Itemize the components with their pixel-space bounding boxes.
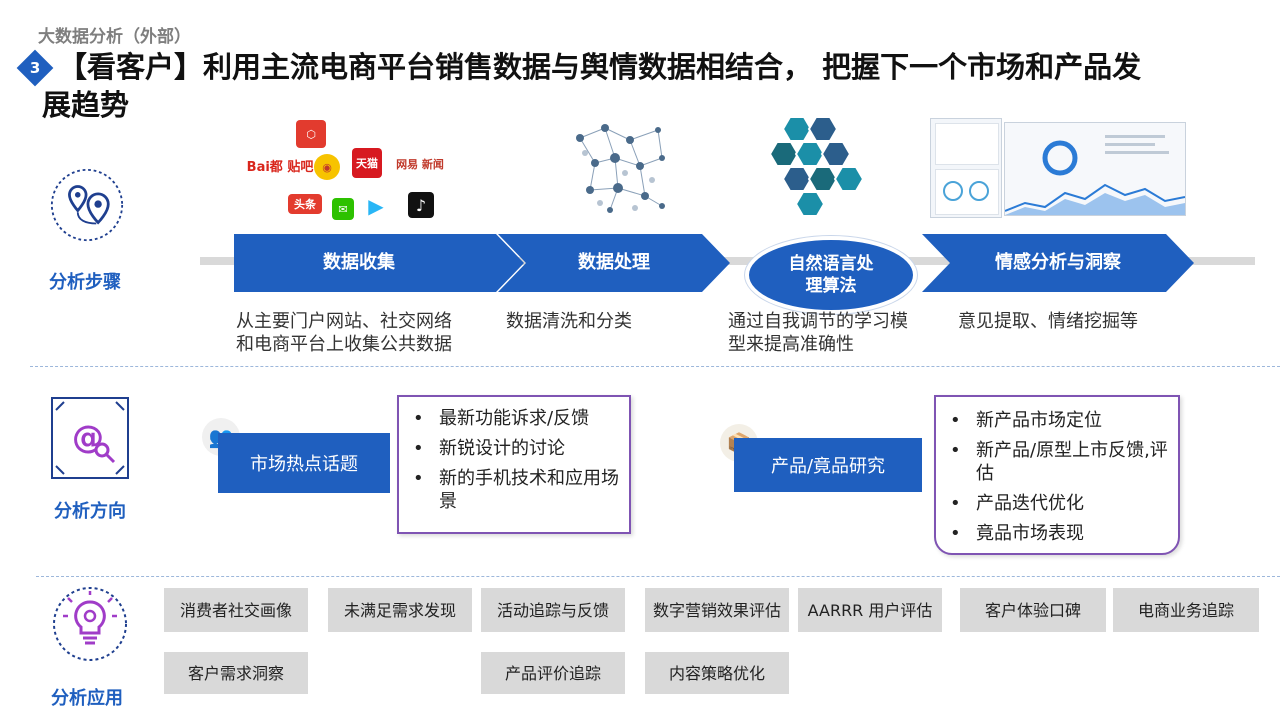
step-description: 数据清洗和分类 [506,311,632,332]
application-chip: 客户需求洞察 [164,652,308,694]
list-item: 新产品/原型上市反馈,评估 [950,439,1170,485]
weibo-logo-icon: ◉ [314,154,340,180]
step-sentiment-analysis: 情感分析与洞察 [922,234,1194,292]
lightbulb-gear-icon [52,586,128,666]
section-subtitle: 大数据分析（外部） [38,27,191,47]
nlp-hexagon-image [760,112,870,220]
baidu-logo-icon: Bai都 贴吧 [246,159,314,175]
step-label: 情感分析与洞察 [995,252,1121,273]
list-item: 产品迭代优化 [950,492,1170,515]
step-data-processing: 数据处理 [498,234,730,292]
platform-logos: ⬡ Bai都 贴吧 ◉ 天猫 网易 新闻 头条 ✉ ▶ ♪ [240,118,460,220]
application-chip: 客户体验口碑 [960,588,1106,632]
market-hot-topics-list: 最新功能诉求/反馈 新锐设计的讨论 新的手机技术和应用场景 [397,395,631,534]
list-item: 新的手机技术和应用场景 [413,467,621,513]
list-item: 竟品市场表现 [950,522,1170,545]
dashboard-thumbnail-right [1004,122,1186,216]
network-graph-image [570,118,670,218]
application-chip: 数字营销效果评估 [645,588,789,632]
step-description: 意见提取、情绪挖掘等 [958,311,1138,332]
application-chip: 电商业务追踪 [1113,588,1259,632]
at-search-icon: @ [50,396,130,480]
netease-logo-icon: 网易 新闻 [396,158,444,171]
application-chip: AARRR 用户评估 [798,588,942,632]
svg-text:@: @ [72,418,104,456]
application-chip: 内容策略优化 [645,652,789,694]
toutiao-logo-icon: 头条 [288,194,322,214]
page-title: 3【看客户】利用主流电商平台销售数据与舆情数据相结合， 把握下一个市场和产品发 … [16,48,1252,124]
step-label: 数据处理 [578,252,650,273]
application-label: 分析应用 [51,688,123,709]
application-chip: 活动追踪与反馈 [481,588,625,632]
application-chip: 消费者社交画像 [164,588,308,632]
steps-label: 分析步骤 [49,272,121,293]
dashboard-thumbnail-left [930,118,1002,218]
tmall-logo-icon: 天猫 [352,148,382,178]
tencent-video-logo-icon: ▶ [368,194,384,218]
step-data-collection: 数据收集 [234,234,524,292]
divider [36,576,1280,577]
product-research-list: 新产品市场定位 新产品/原型上市反馈,评估 产品迭代优化 竟品市场表现 [934,395,1180,555]
step-label-line1: 自然语言处 [788,254,874,274]
step-label: 数据收集 [323,252,395,273]
douyin-logo-icon: ♪ [408,192,434,218]
wechat-logo-icon: ✉ [332,198,354,220]
list-item: 新锐设计的讨论 [413,437,621,460]
location-pins-icon [50,168,124,246]
step-number-badge: 3 [16,49,54,87]
step-label-line2: 理算法 [805,276,857,296]
divider [30,366,1280,367]
jd-logo-icon: ⬡ [296,120,326,148]
application-chip: 未满足需求发现 [328,588,472,632]
market-hot-topics-box: 市场热点话题 [218,433,390,493]
application-chip: 产品评价追踪 [481,652,625,694]
list-item: 最新功能诉求/反馈 [413,407,621,430]
product-research-box: 产品/竟品研究 [734,438,922,492]
direction-label: 分析方向 [54,501,126,522]
step-description: 通过自我调节的学习模型来提高准确性 [728,311,908,355]
step-description: 从主要门户网站、社交网络和电商平台上收集公共数据 [236,311,452,355]
step-nlp-algorithm: 自然语言处理算法 [745,236,917,314]
list-item: 新产品市场定位 [950,409,1170,432]
